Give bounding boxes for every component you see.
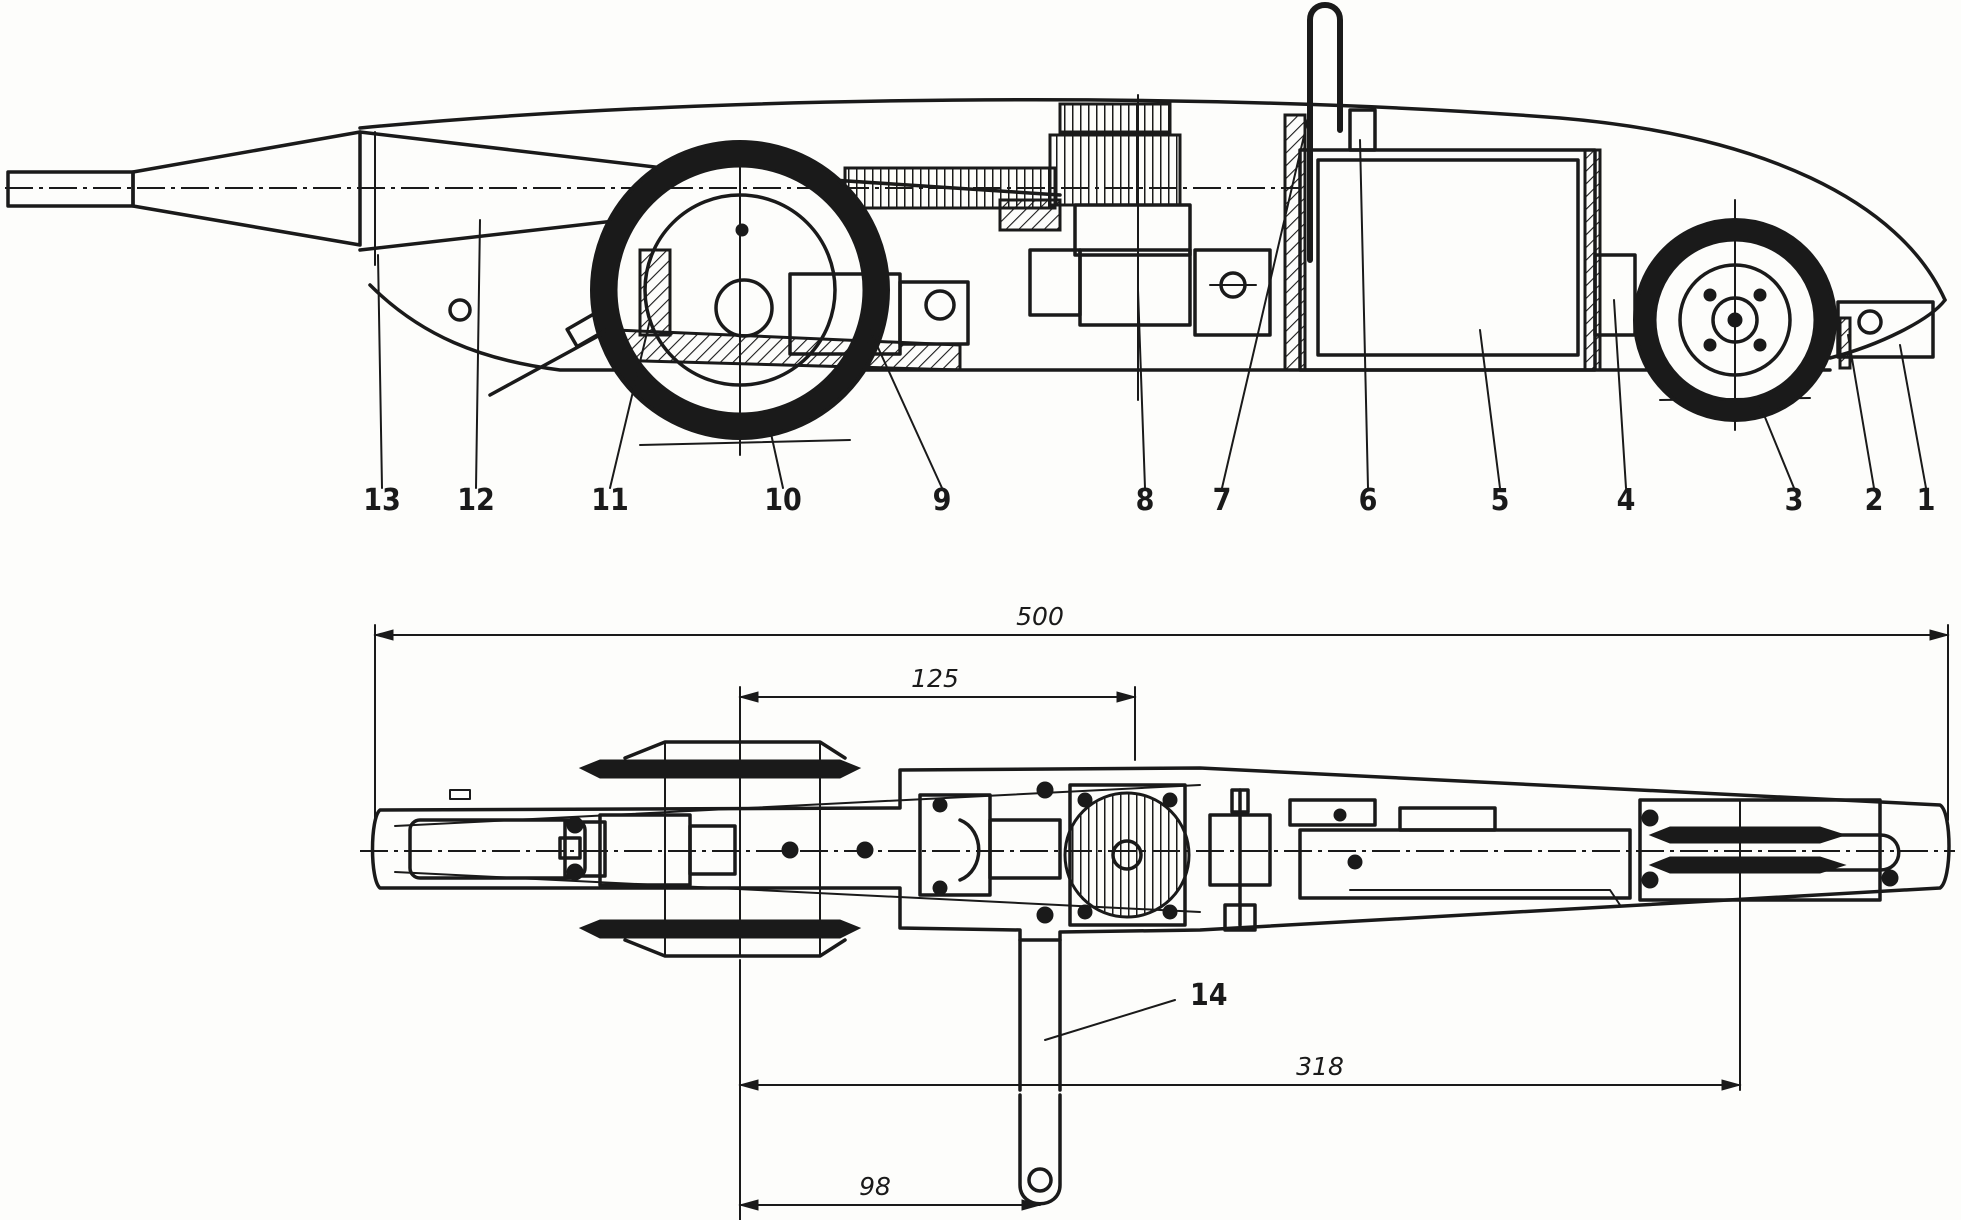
callout-1: 1 <box>1917 483 1936 518</box>
callout-9: 9 <box>933 483 952 518</box>
belly-line <box>368 283 1832 372</box>
callout-13: 13 <box>363 483 401 518</box>
engine <box>1028 94 1192 401</box>
tank-plan <box>1288 798 1632 906</box>
side-view: 1 2 3 4 5 6 7 8 9 10 11 12 13 <box>5 2 1947 518</box>
leader-lines <box>377 109 1927 489</box>
chassis-outline <box>370 766 1951 942</box>
front-wheel <box>1633 199 1837 431</box>
callout-3: 3 <box>1785 483 1804 518</box>
front-bulkhead <box>1593 253 1637 337</box>
dim-125: 125 <box>911 664 959 693</box>
callout-11: 11 <box>591 483 629 518</box>
dim-overall: 500 <box>373 602 1950 821</box>
drive-shaft <box>788 272 970 356</box>
part-label-14: 14 <box>1190 978 1228 1013</box>
dim-318: 318 <box>1296 1052 1344 1081</box>
callout-2: 2 <box>1865 483 1884 518</box>
callout-4: 4 <box>1617 483 1636 518</box>
tether-bracket <box>1018 938 1062 1206</box>
callout-6: 6 <box>1359 483 1378 518</box>
fuel-pipe <box>1307 2 1343 263</box>
rear-wheels-plan <box>578 740 862 958</box>
body-outline <box>358 98 1947 302</box>
coupling-plan <box>918 793 1062 897</box>
dim-318-group: 318 <box>738 959 1742 1220</box>
engine-plan <box>1036 781 1191 927</box>
callout-12: 12 <box>457 483 495 518</box>
plan-view: 500 125 <box>360 602 1955 1220</box>
callout-5: 5 <box>1491 483 1510 518</box>
callout-8: 8 <box>1136 483 1155 518</box>
carburetor-plan <box>1208 788 1272 932</box>
dim-98-group: 98 <box>738 1172 1042 1211</box>
clutch-gear <box>638 248 672 337</box>
chassis-rail <box>608 328 962 372</box>
dim-125-group: 125 <box>738 664 1137 761</box>
callout-7: 7 <box>1213 483 1232 518</box>
callout-10: 10 <box>764 483 802 518</box>
engine-mount <box>1193 248 1272 337</box>
dim-500: 500 <box>1016 602 1064 631</box>
nose-block <box>1836 300 1935 359</box>
exhaust-nozzle <box>6 130 376 266</box>
front-wheels-plan <box>1638 798 1901 1091</box>
dim-98: 98 <box>859 1172 891 1201</box>
fuel-tank <box>1283 108 1602 372</box>
